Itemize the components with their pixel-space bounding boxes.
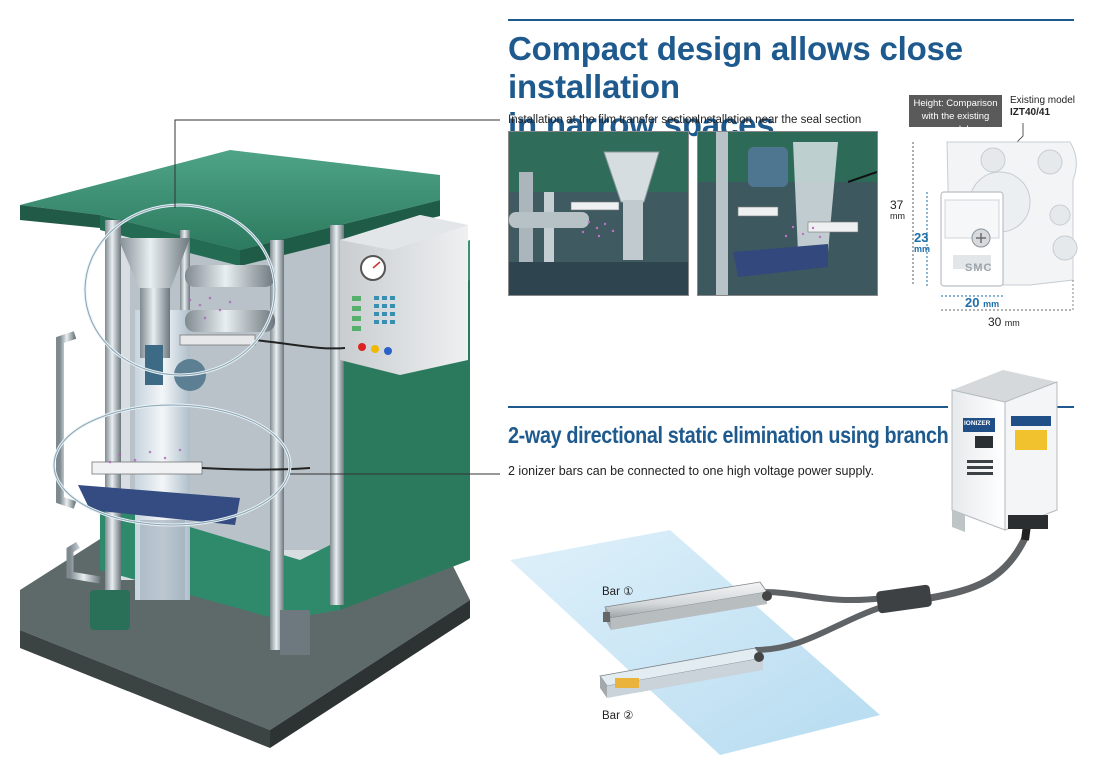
dim-20-unit: mm — [983, 299, 1000, 309]
photo-seal-section-image — [698, 132, 877, 295]
psu-brand-label: IONIZER — [964, 420, 991, 427]
bar-2-label: Bar ② — [602, 710, 634, 722]
headline-line-1: Compact design allows close installation — [508, 30, 963, 105]
photo-film-transfer — [508, 131, 689, 296]
dim-37-value: 37 — [890, 198, 904, 212]
ionizer-size-comparison — [912, 123, 1078, 312]
height-comparison-badge: Height: Comparison with the existing mod… — [909, 95, 1002, 135]
dim-23-unit: mm — [914, 244, 931, 254]
badge-line-2: with the existing model — [921, 111, 990, 135]
branch-cable-illustration — [510, 370, 1058, 755]
logo-smc: SMC — [965, 262, 993, 274]
section2-top-rule-right — [1056, 406, 1074, 408]
section2-top-rule — [508, 406, 948, 408]
power-supply-unit — [951, 370, 1058, 532]
badge-line-1: Height: Comparison — [913, 98, 998, 109]
dim-30-value: 30 mm — [988, 315, 1020, 329]
dim-20-number: 20 — [965, 295, 980, 310]
ionizer-bar-2 — [599, 647, 764, 698]
photo-seal-section — [697, 131, 878, 296]
photo-caption-film-transfer: Installation at the film transfer sectio… — [508, 114, 698, 126]
dim-30-unit: mm — [1004, 318, 1020, 328]
section1-top-rule — [508, 19, 1074, 21]
photo-film-transfer-image — [509, 132, 688, 295]
existing-model-number: IZT40/41 — [1010, 107, 1051, 118]
dim-30-number: 30 — [988, 315, 1002, 329]
bar-1-label: Bar ① — [602, 586, 634, 598]
photo-caption-seal-section: Installation near the seal section — [697, 114, 862, 126]
existing-model-label: Existing model — [1010, 95, 1076, 106]
section1-headline: Compact design allows close installation… — [508, 30, 1088, 144]
ionizer-bar-1 — [603, 581, 772, 630]
dim-23-value: 23 — [914, 230, 929, 245]
packaging-machine-illustration — [20, 119, 500, 748]
section2-headline: 2-way directional static elimination usi… — [508, 422, 1014, 448]
section2-description: 2 ionizer bars can be connected to one h… — [508, 464, 874, 478]
dim-20-value: 20 mm — [965, 295, 999, 310]
dim-37-unit: mm — [890, 211, 905, 221]
